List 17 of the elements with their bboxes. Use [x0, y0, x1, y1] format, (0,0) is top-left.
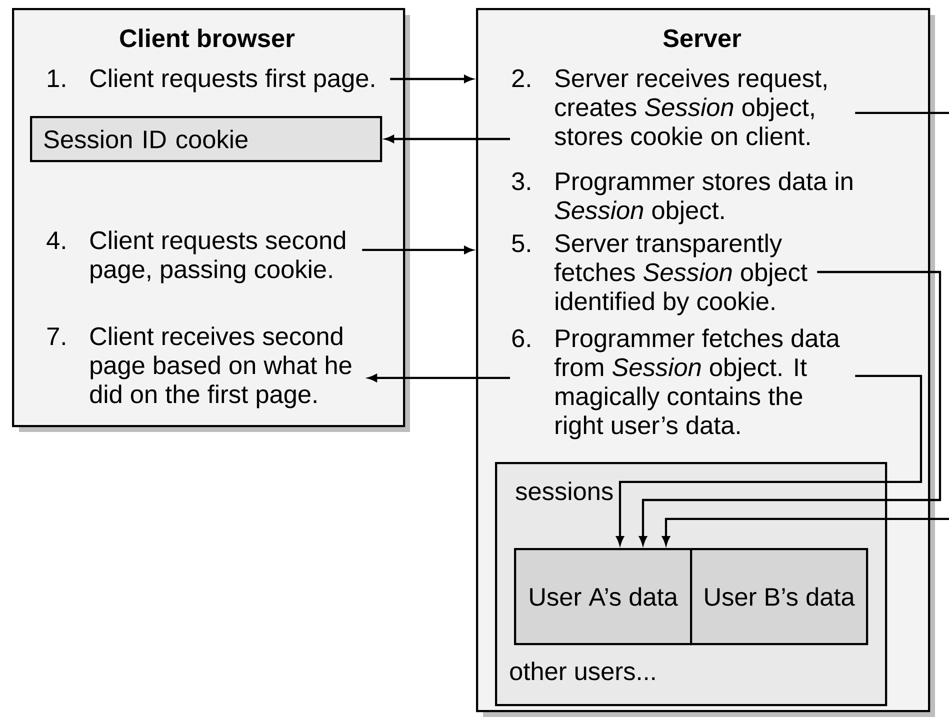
arrow: [390, 75, 473, 83]
step-text: 2. Server receives request, creates Session object, stores cookie on client.: [512, 68, 826, 146]
arrow: [368, 374, 510, 382]
data-box: User B’s data: [690, 548, 868, 646]
step-text: 1. Client requests first page.: [48, 68, 374, 92]
step-text: 5. Server transparently fetches Session object identified by cookie.: [512, 234, 808, 316]
arrow: [662, 112, 949, 545]
step-text: 6. Programmer fetches data from Session object. It magically contains the right user’s data.: [512, 328, 840, 440]
arrow: [385, 135, 510, 143]
data-box: User A’s data: [514, 548, 692, 646]
step-text: 4. Client requests second page, passing cookie.: [46, 230, 346, 284]
arrow: [616, 374, 922, 545]
cookie-box: Session ID cookie: [30, 116, 382, 162]
step-text: 3. Programmer stores data in Session object.: [512, 172, 852, 224]
arrow: [362, 246, 473, 254]
arrow: [639, 270, 942, 545]
step-text: 7. Client receives second page based on what he did on the first page.: [47, 326, 352, 408]
